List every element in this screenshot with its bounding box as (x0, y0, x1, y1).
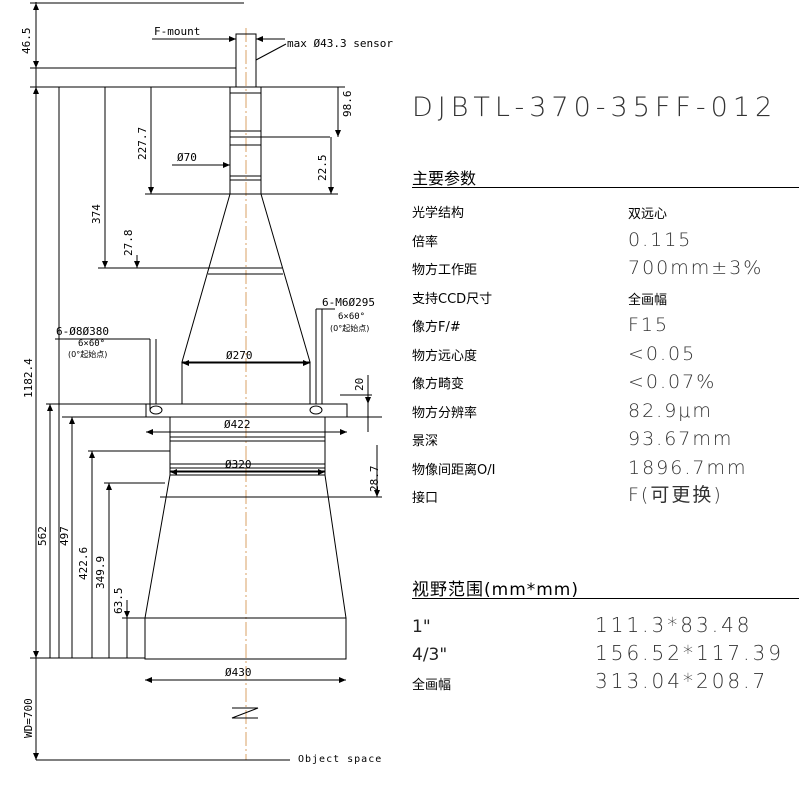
param-row: 支持CCD尺寸 全画幅 (412, 283, 801, 310)
param-value: F(可更换) (628, 484, 723, 506)
param-value: 全画幅 (628, 292, 668, 308)
holes-right-spec: 6-M6Ø295 (322, 296, 375, 309)
spec-panel: DJBTL-370-35FF-012 主要参数 光学结构 双远心倍率 0.115 物方… (412, 0, 801, 801)
dim-28-7: 28.7 (368, 466, 381, 493)
param-row: 倍率 0.115 (412, 226, 801, 253)
param-label: 倍率 (412, 234, 439, 250)
holes-right-angle: 6×60° (338, 312, 365, 322)
fov-row: 4/3" 156.52*117.39 (412, 640, 801, 667)
dim-wd: WD=700 (22, 698, 35, 738)
param-label: 景深 (412, 434, 439, 449)
param-label: 光学结构 (412, 206, 465, 221)
fov-label: 1" (412, 617, 431, 637)
param-row: 光学结构 双远心 (412, 197, 801, 224)
dim-20: 20 (353, 378, 366, 391)
param-row: 物像间距离O/I 1896.7mm (412, 454, 801, 481)
param-label: 物像间距离O/I (412, 462, 496, 478)
fov-value: 111.3*83.48 (595, 613, 753, 637)
param-row: 接口 F(可更换) (412, 482, 801, 509)
lens-drawing: F-mount max Ø43.3 sensor Object space 46… (20, 2, 393, 765)
dim-98-6: 98.6 (341, 91, 354, 118)
dim-phi70: Ø70 (177, 151, 197, 164)
param-label: 接口 (412, 491, 439, 506)
param-value: 0.115 (628, 228, 693, 251)
dim-phi422: Ø422 (224, 418, 251, 431)
fov-label: 全画幅 (412, 678, 452, 693)
dim-63-5: 63.5 (112, 588, 125, 615)
param-label: 物方工作距 (412, 263, 478, 278)
front-barrel (144, 617, 347, 660)
fov-row: 全画幅 313.04*208.7 (412, 668, 801, 695)
fov-rule (412, 598, 799, 599)
object-space-label: Object space (298, 754, 382, 765)
fov-row: 1" 111.3*83.48 (412, 612, 801, 639)
param-value: 82.9μm (628, 399, 713, 422)
main-params-rule (412, 187, 799, 188)
holes-left-spec: 6-Ø8Ø380 (56, 325, 109, 338)
fov-value: 156.52*117.39 (595, 641, 784, 665)
fov-value: 313.04*208.7 (595, 669, 769, 693)
param-label: 物方远心度 (412, 348, 478, 364)
dim-227-7: 227.7 (136, 127, 149, 160)
dim-562: 562 (36, 526, 49, 546)
dim-phi430: Ø430 (225, 666, 252, 679)
dim-374: 374 (90, 204, 103, 224)
param-value: 700mm±3% (628, 257, 764, 279)
param-value: F15 (628, 314, 670, 336)
param-row: 像方畸变 <0.07% (412, 368, 801, 395)
dim-phi270: Ø270 (226, 349, 253, 362)
param-value: 双远心 (628, 207, 668, 222)
holes-left-origin: (0°起始点) (68, 349, 107, 359)
param-label: 像方F/# (412, 320, 461, 335)
param-label: 像方畸变 (412, 377, 465, 392)
dim-46-5: 46.5 (20, 28, 33, 55)
dim-349-9: 349.9 (94, 556, 107, 589)
param-row: 物方远心度 <0.05 (412, 340, 801, 367)
fov-heading: 视野范围(mm*mm) (412, 580, 580, 600)
fov-label: 4/3" (412, 645, 448, 665)
holes-left-angle: 6×60° (78, 339, 105, 349)
dim-phi320: Ø320 (225, 458, 252, 471)
model-title: DJBTL-370-35FF-012 (412, 92, 778, 123)
param-value: 1896.7mm (628, 456, 748, 479)
dim-422-6: 422.6 (77, 547, 90, 580)
param-row: 像方F/# F15 (412, 311, 801, 338)
f-mount-label: F-mount (154, 25, 200, 38)
holes-right-origin: (0°起始点) (330, 323, 369, 333)
sensor-label: max Ø43.3 sensor (287, 37, 393, 50)
dim-22-5: 22.5 (316, 155, 329, 182)
param-label: 物方分辨率 (412, 405, 478, 421)
dim-1182-4: 1182.4 (22, 358, 35, 398)
param-row: 物方分辨率 82.9μm (412, 397, 801, 424)
param-row: 物方工作距 700mm±3% (412, 254, 801, 281)
param-value: 93.67mm (628, 428, 734, 450)
dim-27-8: 27.8 (122, 230, 135, 257)
dim-497: 497 (58, 526, 71, 546)
main-params-heading: 主要参数 (412, 169, 477, 188)
param-row: 景深 93.67mm (412, 425, 801, 452)
param-label: 支持CCD尺寸 (412, 291, 493, 307)
param-value: <0.05 (628, 342, 697, 365)
param-value: <0.07% (628, 371, 717, 393)
